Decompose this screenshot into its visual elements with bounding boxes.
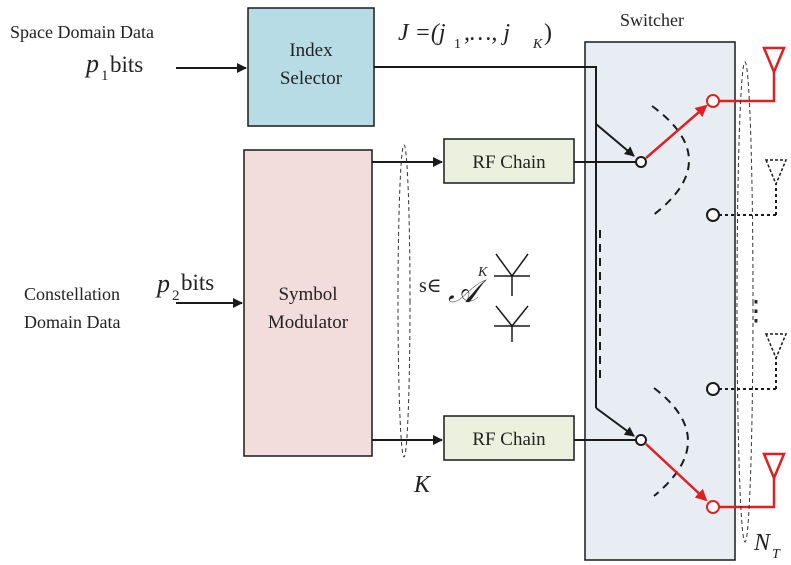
p1-bits-label: bits [110, 52, 143, 77]
control-to-bottom-switch [595, 407, 635, 437]
switcher-label: Switcher [620, 10, 684, 30]
inactive-terminal-2 [706, 382, 720, 396]
active-line-bottom [719, 478, 776, 509]
space-domain-label: Space Domain Data [10, 22, 154, 42]
switch-arc-top [651, 105, 690, 217]
vertical-ellipsis: ⋮ [742, 296, 770, 327]
rf-chain-bottom-label: RF Chain [472, 429, 546, 450]
j-mid: ,…, j [464, 20, 510, 46]
antenna-icon [762, 46, 786, 76]
nt-bundle-ellipse [736, 61, 754, 543]
p1-label: p [84, 49, 99, 78]
j-close: ) [544, 20, 552, 46]
p2-bits-label: bits [181, 270, 214, 295]
constellation-label-1: Constellation [24, 284, 120, 304]
active-switch-arm-top [645, 104, 708, 159]
p1-subscript: 1 [101, 68, 109, 84]
active-terminal-top [706, 94, 720, 108]
j-sub-k: K [532, 37, 543, 52]
antenna-icon [764, 333, 788, 360]
antenna-icon [764, 159, 788, 186]
p2-label: p [155, 269, 170, 298]
figure-glyph-icon [494, 253, 530, 342]
k-superscript: K [477, 265, 488, 280]
active-switch-arm-bottom [645, 443, 708, 502]
active-terminal-bottom [706, 500, 720, 514]
nt-label: N [753, 530, 772, 556]
index-selector-label-1: Index [289, 40, 333, 61]
switch-node-bottom [635, 434, 647, 446]
control-to-top-switch [595, 123, 635, 157]
switch-node-top [635, 156, 647, 168]
p2-subscript: 2 [172, 288, 180, 304]
switcher-box [584, 41, 736, 561]
k-label: K [413, 472, 432, 498]
rf-chain-top-label: RF Chain [472, 152, 546, 173]
inactive-terminal-1 [706, 208, 720, 222]
symbol-modulator-label-2: Modulator [268, 312, 349, 333]
index-selector-box [247, 7, 375, 127]
k-bundle-ellipse [397, 144, 411, 458]
antenna-icon [762, 452, 786, 482]
constellation-label-2: Domain Data [24, 312, 120, 332]
j-index-label: J =(j [398, 20, 446, 46]
rf-chain-bottom-box [443, 415, 575, 461]
symbol-modulator-label-1: Symbol [278, 284, 337, 305]
j-sub-1: 1 [454, 37, 461, 52]
s-in-label: s∈ [419, 275, 442, 297]
rf-chain-top-box [443, 138, 575, 184]
index-control-line [374, 66, 597, 408]
symbol-modulator-box [243, 149, 373, 457]
nt-subscript: T [772, 547, 781, 562]
switch-arc-bottom [653, 387, 689, 497]
index-selector-label-2: Selector [280, 68, 343, 89]
active-line-top [719, 72, 776, 103]
